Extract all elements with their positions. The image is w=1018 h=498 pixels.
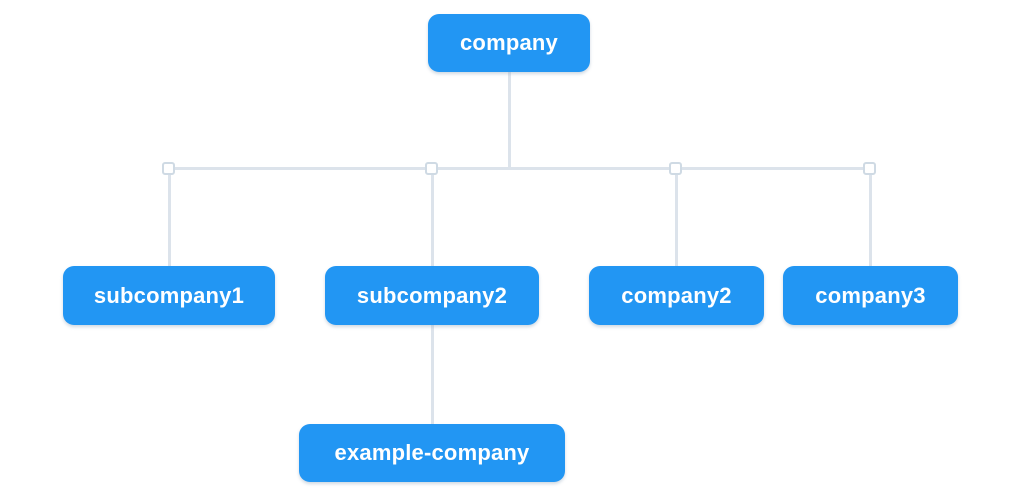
branch-handle-subcompany2[interactable] [425, 162, 438, 175]
org-node-subcompany1[interactable]: subcompany1 [63, 266, 275, 325]
connector-line-company-to-bus [508, 72, 511, 169]
branch-handle-subcompany1[interactable] [162, 162, 175, 175]
connector-line-to-company2 [675, 169, 678, 266]
org-node-company[interactable]: company [428, 14, 590, 72]
connector-line-to-example-company [431, 325, 434, 424]
branch-handle-company3[interactable] [863, 162, 876, 175]
org-node-subcompany2[interactable]: subcompany2 [325, 266, 539, 325]
org-node-company3[interactable]: company3 [783, 266, 958, 325]
org-node-example-company[interactable]: example-company [299, 424, 565, 482]
connector-line-to-company3 [869, 169, 872, 266]
connector-line-to-subcompany2 [431, 169, 434, 266]
connector-bus-line [168, 167, 871, 170]
connector-line-to-subcompany1 [168, 169, 171, 266]
org-node-company2[interactable]: company2 [589, 266, 764, 325]
branch-handle-company2[interactable] [669, 162, 682, 175]
